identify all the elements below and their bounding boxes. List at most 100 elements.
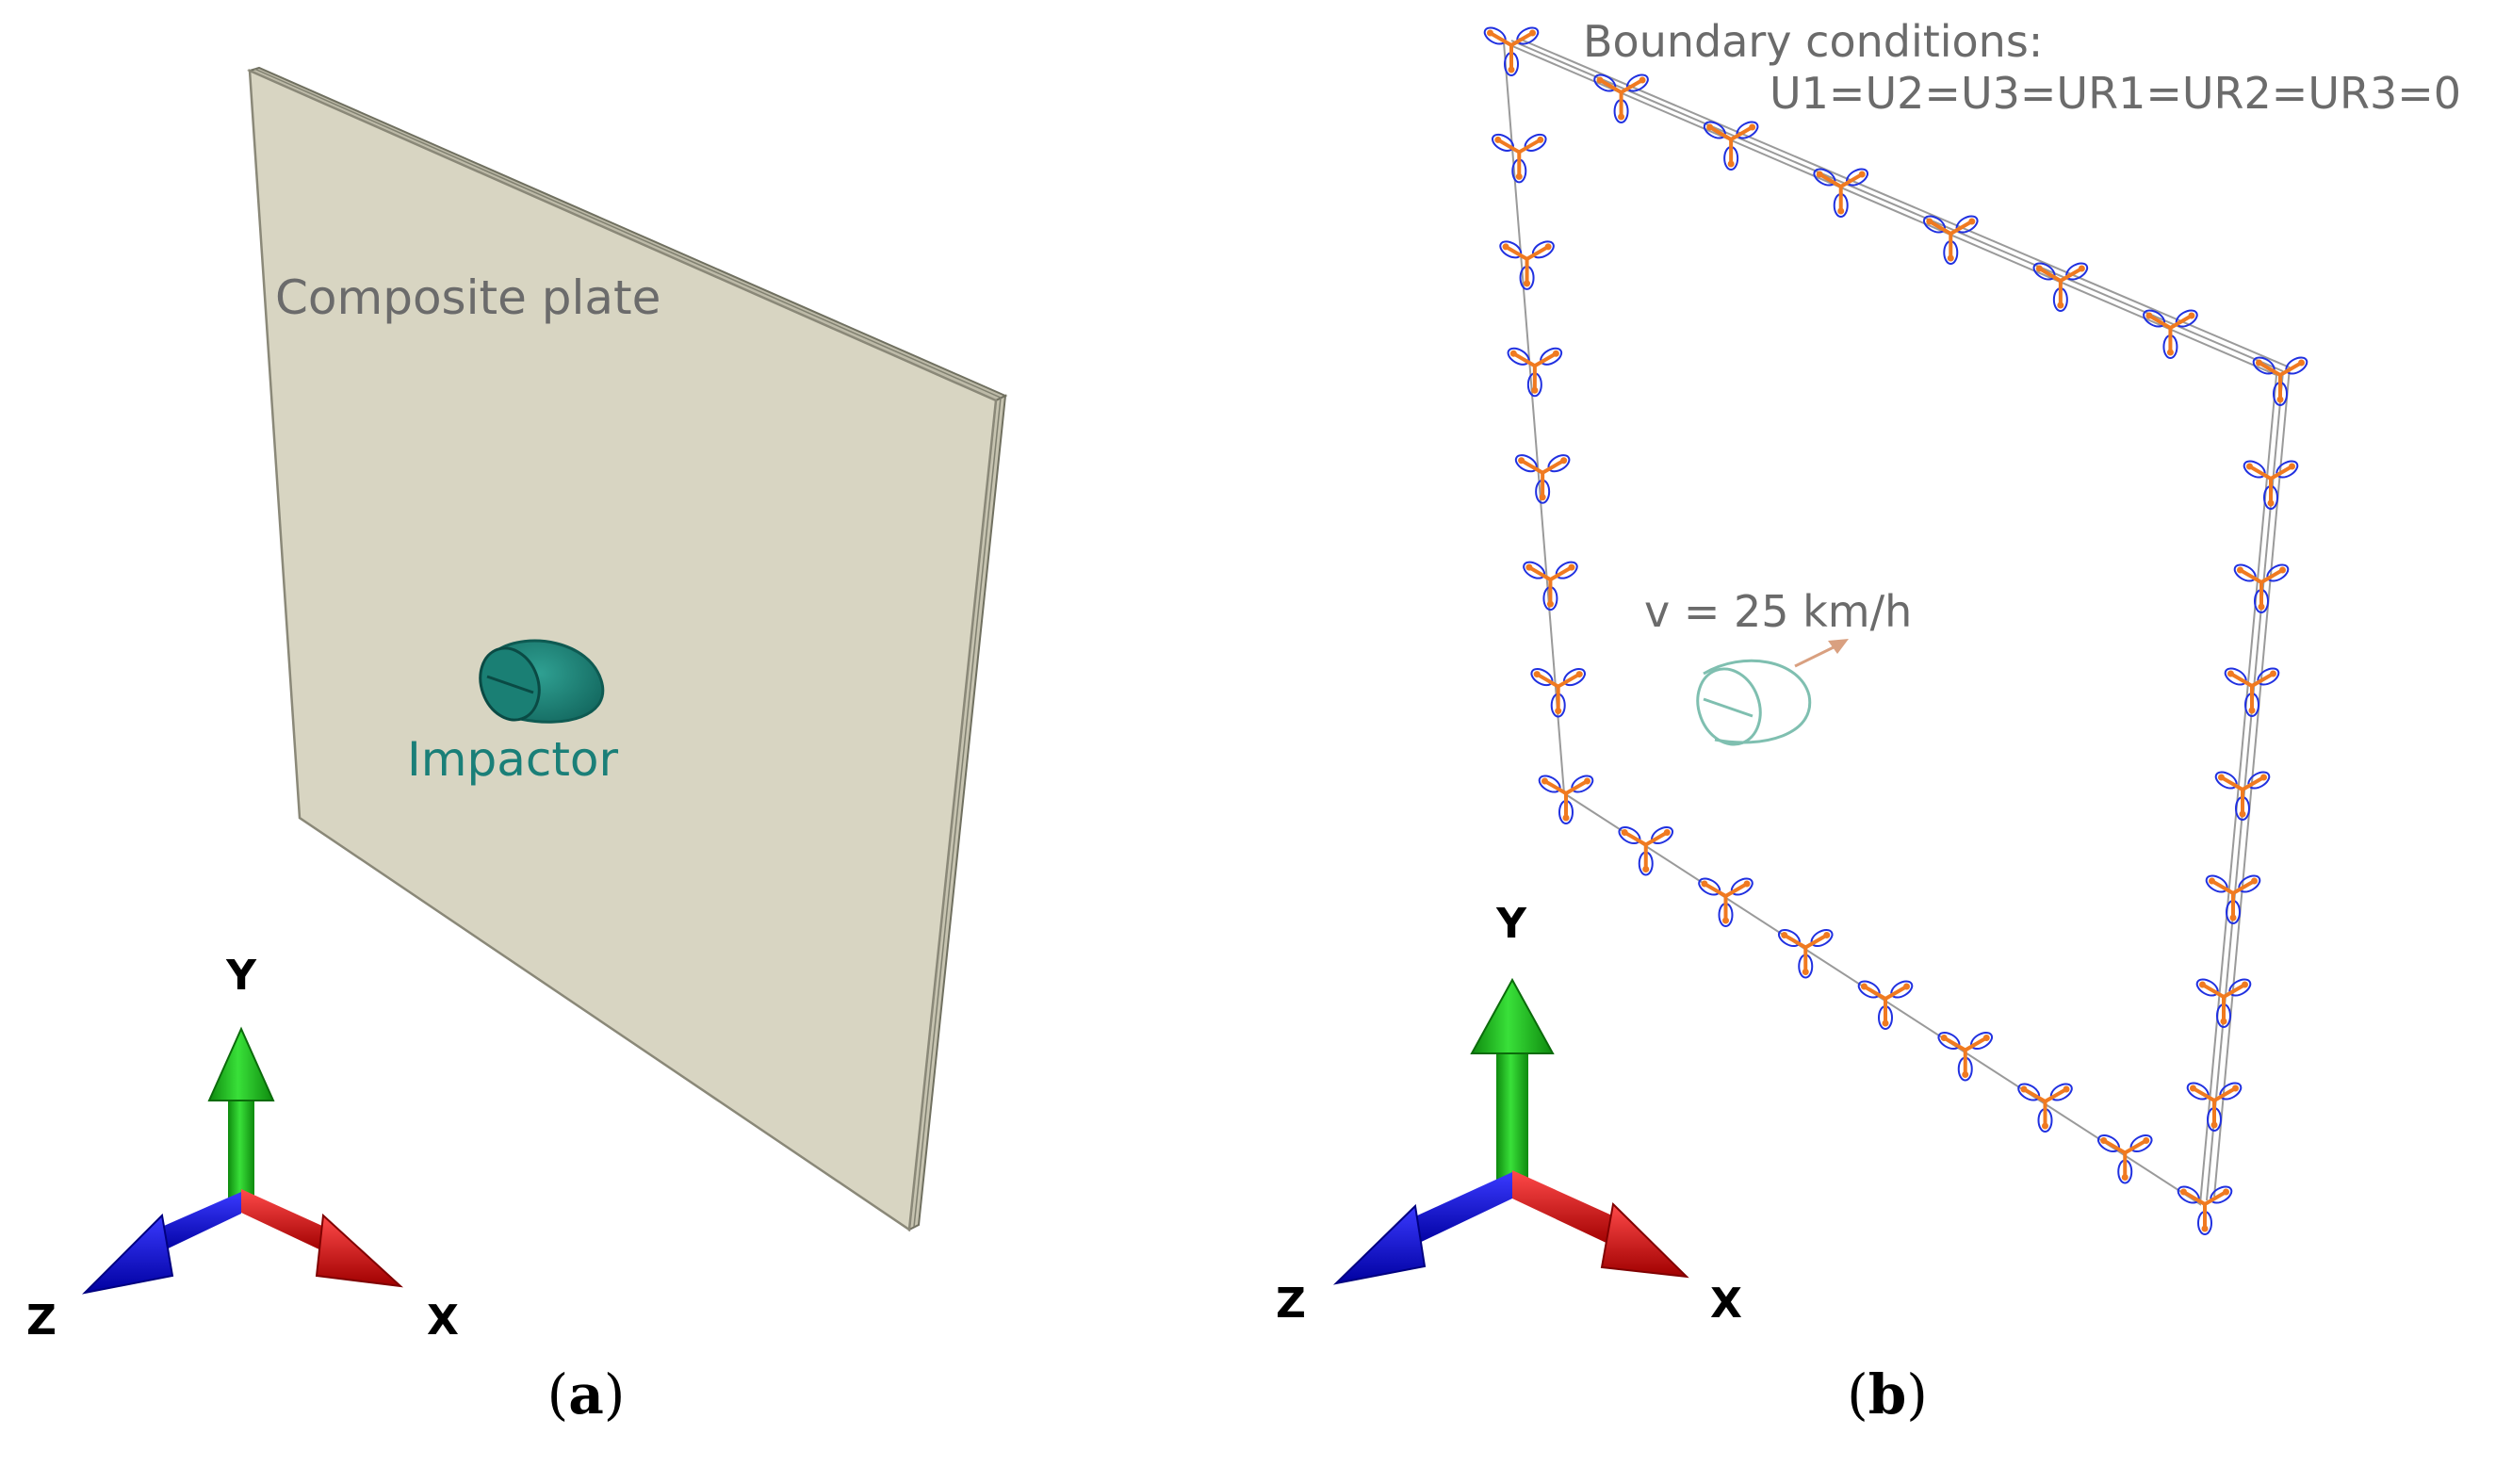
bc-glyph-tip [1701,880,1708,888]
composite-plate-label: Composite plate [275,270,661,325]
bc-marker [1777,928,1834,979]
bc-glyph-tip [2201,1225,2209,1232]
bc-glyph-tip [1552,350,1559,357]
bc-translation-glyph [1505,245,1528,261]
axis-triad-a: Y X Z [26,952,459,1345]
impactor-label: Impactor [407,732,619,787]
impactor-outline [1696,659,1812,746]
bc-translation-glyph [2231,879,2256,895]
bc-translation-glyph [1964,1036,1988,1052]
bc-glyph-tip [1837,207,1845,215]
bc-glyph-tip [2143,1137,2150,1144]
bc-glyph-tip [1802,969,1809,975]
bc-translation-glyph [2269,465,2293,481]
bc-translation-glyph [2259,568,2284,584]
bc-marker [2224,667,2280,717]
bc-glyph-tip [1525,563,1533,571]
bc-glyph-tip [1560,457,1568,465]
bc-glyph-tip [1575,671,1583,678]
bc-glyph-tip [1982,1035,1990,1041]
bc-marker [1507,347,1563,398]
bc-translation-glyph [1536,672,1559,689]
bc-glyph-tip [1508,66,1515,73]
bc-marker [2143,309,2198,359]
bc-translation-glyph [2203,1190,2227,1206]
plate-face [248,69,998,1232]
bc-marker [1937,1031,1994,1082]
bc-glyph-tip [2100,1137,2108,1144]
x-axis-arrowhead [315,1213,403,1288]
bc-translation-glyph [1644,830,1669,847]
bc-glyph-tip [1882,1019,1889,1027]
bc-translation-glyph [2044,1087,2068,1103]
bc-translation-glyph [2248,465,2273,481]
bc-translation-glyph [2124,1138,2147,1155]
x-axis-arrowhead [1600,1201,1689,1279]
bc-marker [2214,771,2271,821]
bc-translation-glyph [1549,565,1573,581]
bc-translation-glyph [2169,314,2193,330]
bc-marker [2032,262,2089,312]
bc-glyph-tip [2057,302,2064,309]
bc-glyph-tip [1743,880,1751,888]
bc-glyph-tip [1781,932,1788,938]
bc-glyph-tip [2042,1122,2048,1130]
bc-glyph-tip [2242,981,2249,988]
bc-glyph-tip [1962,1071,1969,1078]
bc-glyph-tip [2227,670,2234,677]
bc-glyph-tip [2166,349,2174,356]
bc-translation-glyph [2182,1190,2207,1206]
bc-glyph-tip [1642,866,1650,872]
bc-glyph-tip [1947,254,1954,262]
bc-glyph-tip [1727,160,1735,168]
z-axis-shaft [1403,1172,1512,1246]
bc-glyph-tip [2020,1085,2028,1093]
bc-translation-glyph [2241,775,2265,791]
bc-marker [2233,563,2290,613]
panel-b: Boundary conditions: U1=U2=U3=UR1=UR2=UR… [1276,16,2461,1427]
bc-marker [1593,73,1649,123]
velocity-arrow-shaft [1794,644,1838,668]
impactor-outline-face-line [1703,697,1754,718]
bc-glyph-tip [2270,670,2277,677]
bc-marker [1538,775,1594,824]
bc-glyph-tip [1486,29,1493,37]
bc-glyph-tip [1524,280,1531,287]
bc-translation-glyph [2147,314,2172,330]
bc-glyph-tip [2035,265,2043,272]
bc-translation-glyph [2258,361,2282,377]
bc-translation-glyph [1599,78,1623,94]
bc-glyph-tip [2239,810,2246,818]
x-axis-shaft [1512,1170,1623,1246]
bc-translation-glyph [1928,220,1952,236]
bc-glyph-tip [2251,877,2259,885]
bc-translation-glyph [2229,672,2254,688]
bc-translation-glyph [2192,1086,2216,1102]
bc-marker [1483,26,1540,76]
impactor-outline-face [1696,667,1762,746]
caption-b: (b) [1847,1362,1928,1427]
bc-glyph-tip [2198,981,2206,988]
bc-glyph-tip [2217,774,2225,781]
bc-glyph-tip [1596,76,1604,84]
bc-glyph-tip [2279,566,2287,574]
bc-glyph-tip [1502,243,1509,251]
bc-marker [1698,877,1754,927]
bc-glyph-tip [2223,1188,2230,1196]
bc-glyph-tip [2260,774,2268,781]
bc-translation-glyph [1703,882,1727,898]
bc-translation-glyph [1533,351,1558,368]
bc-translation-glyph [2210,879,2235,895]
bc-glyph-tip [2276,396,2284,403]
bc-translation-glyph [1884,985,1908,1001]
bc-translation-glyph [1943,1036,1966,1052]
bc-glyph-tip [2210,1121,2218,1129]
composite-plate [247,66,1008,1232]
y-axis-arrowhead [207,1026,275,1101]
bc-glyph-tip [1903,983,1911,990]
x-axis-shaft [241,1189,333,1251]
bc-marker [2205,874,2261,924]
bc-glyph-tip [1533,671,1541,678]
bc-marker [1618,825,1674,876]
z-axis-arrowhead [81,1213,174,1295]
